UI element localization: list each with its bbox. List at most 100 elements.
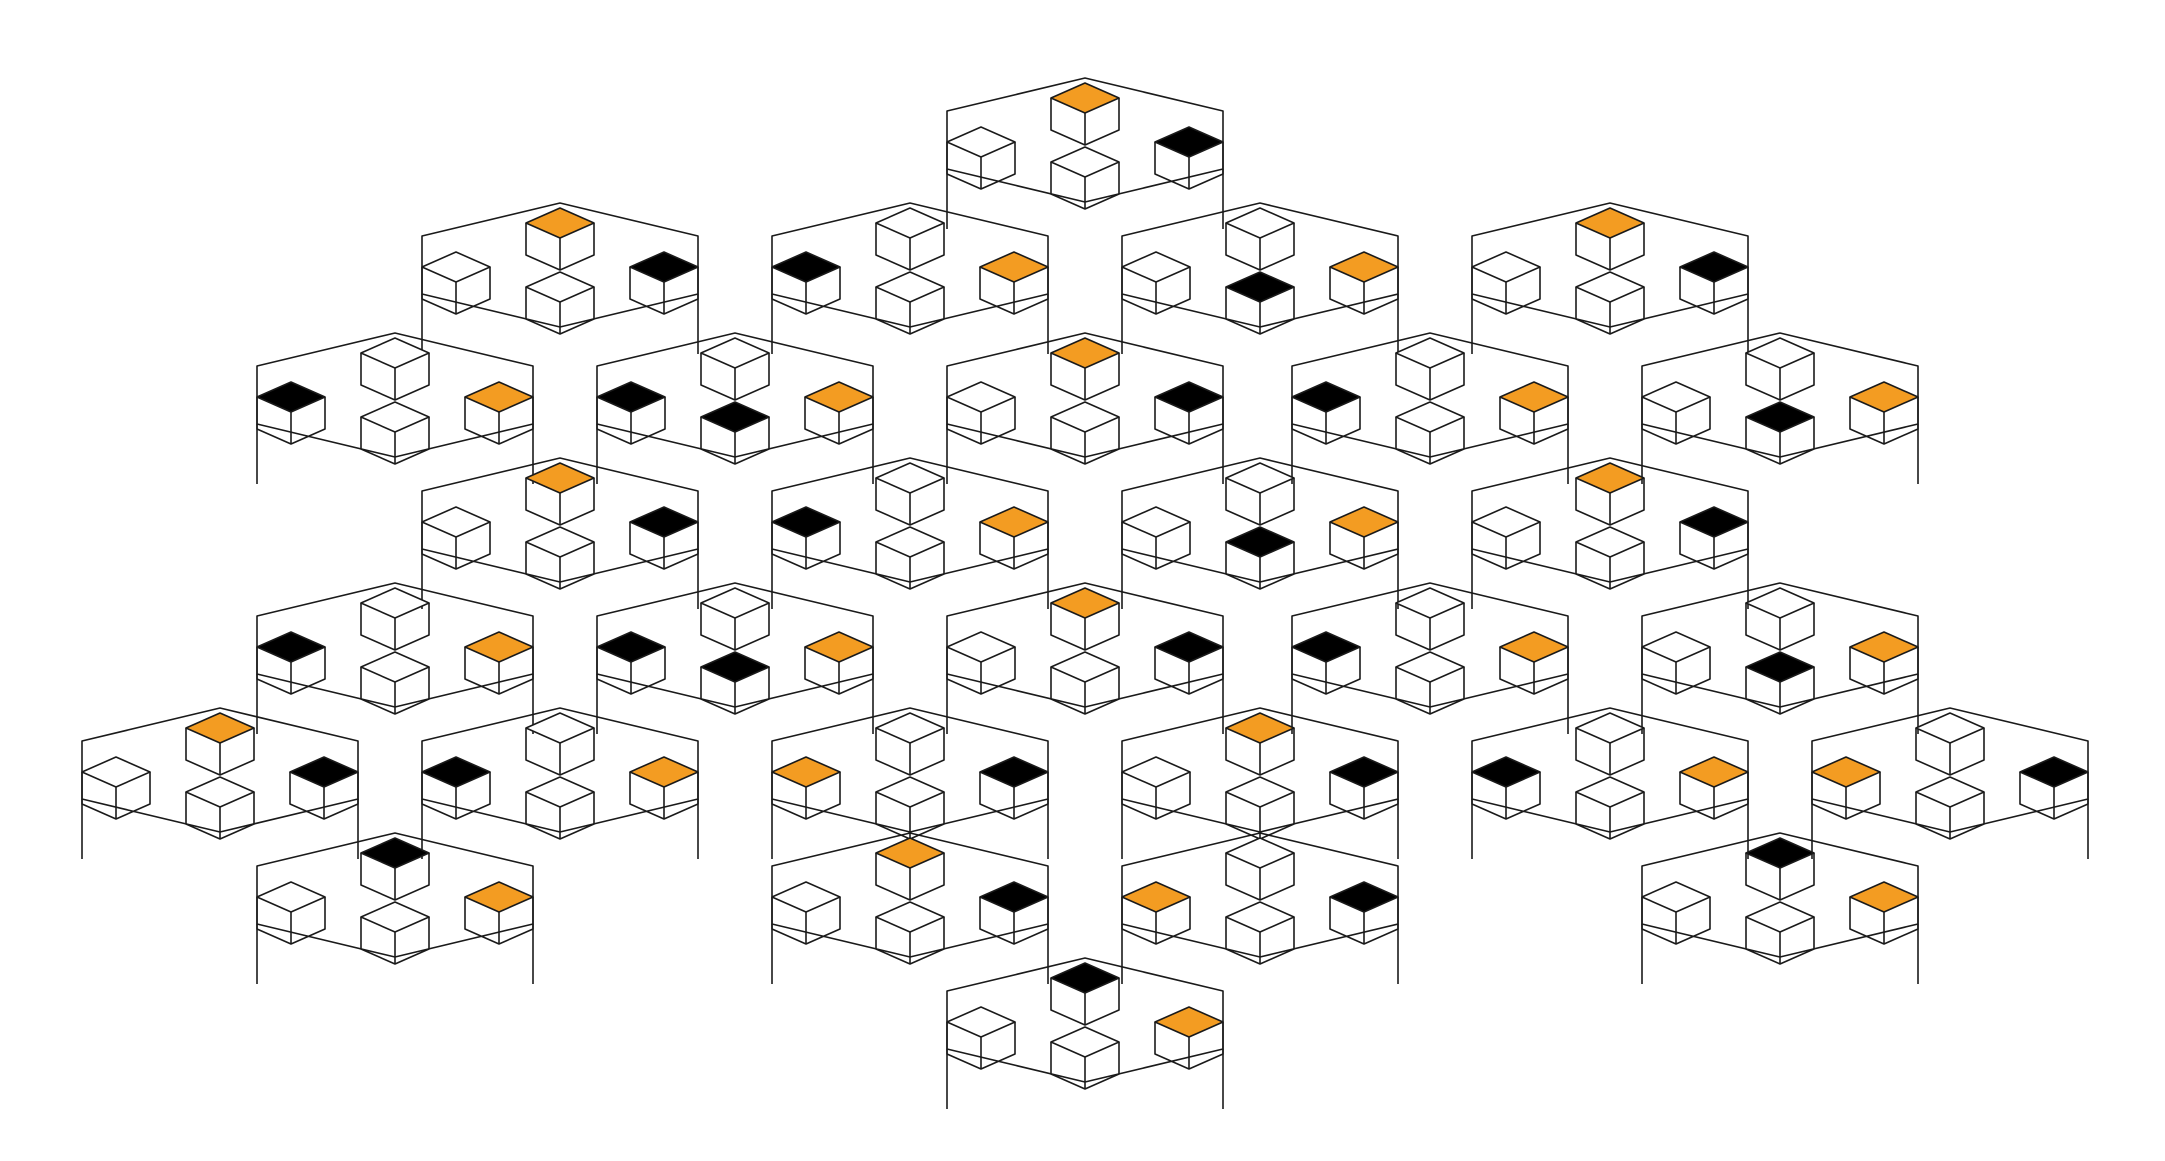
cube-face [771,506,841,538]
cube [1121,756,1191,820]
cube-face [629,251,699,283]
cube [1575,207,1645,271]
cube-face [256,881,326,913]
cube [1471,506,1541,570]
cube [1225,901,1295,965]
cube-face [979,506,1049,538]
cube [1225,207,1295,271]
cube [1849,881,1919,945]
cube [700,337,770,401]
lattice-cell [1121,202,1399,354]
cube-face [1154,631,1224,663]
cube [421,251,491,315]
cube [2019,756,2089,820]
cube-face [1225,712,1295,744]
cube-face [1745,401,1815,433]
lattice-cell [1471,457,1749,609]
cube [1575,776,1645,840]
cube [1575,712,1645,776]
lattice-cell [946,957,1224,1109]
cube [1471,756,1541,820]
cube [875,712,945,776]
cube [1050,401,1120,465]
cube-face [1849,881,1919,913]
cube [1915,776,1985,840]
cube [1154,631,1224,695]
cube-face [1849,631,1919,663]
cube [360,901,430,965]
cube-face [1050,587,1120,619]
cube [1291,381,1361,445]
cube-face [360,901,430,933]
cube-face [979,251,1049,283]
lattice-cell [1121,707,1399,859]
cube [1915,712,1985,776]
cube [771,756,841,820]
lattice-cell [1811,707,2089,859]
cube [1154,1006,1224,1070]
lattice-cell [1291,582,1569,734]
lattice-cell [946,332,1224,484]
cube [1121,881,1191,945]
cube-face [525,462,595,494]
cube-face [979,756,1049,788]
cube [1291,631,1361,695]
lattice-cell [1641,832,1919,984]
cube [1679,756,1749,820]
cube-face [525,207,595,239]
cube-face [1329,251,1399,283]
cube [464,631,534,695]
cube [256,631,326,695]
lattice-cell [421,457,699,609]
cube-face [1225,207,1295,239]
cube-face [464,631,534,663]
cube-face [525,712,595,744]
cube-face [1121,251,1191,283]
cube-face [875,901,945,933]
cube [421,756,491,820]
cube-face [1395,651,1465,683]
lattice-cell [771,707,1049,859]
cube [700,651,770,715]
cube [360,837,430,901]
cube [464,381,534,445]
cube-face [1679,251,1749,283]
cube [629,506,699,570]
cube [1575,526,1645,590]
cube-face [1225,837,1295,869]
cube [1121,251,1191,315]
cube [1154,381,1224,445]
cube-face [1225,526,1295,558]
cube [185,776,255,840]
cube-face [700,337,770,369]
cube-face [1679,756,1749,788]
cube-face [1575,776,1645,808]
cube [1641,631,1711,695]
cube [804,381,874,445]
cube-face [1329,506,1399,538]
cube-face [360,337,430,369]
cube [979,506,1049,570]
cube-face [360,837,430,869]
cube [1679,251,1749,315]
cube [946,381,1016,445]
cube-face [1915,776,1985,808]
lattice-cell [946,77,1224,229]
cube [525,462,595,526]
cube [1395,337,1465,401]
cube [360,587,430,651]
cube-face [1050,82,1120,114]
lattice-cell [81,707,359,859]
cube-face [421,756,491,788]
cube-face [1811,756,1881,788]
cube-face [1050,337,1120,369]
cube-face [1499,381,1569,413]
cube-face [629,756,699,788]
cube [771,506,841,570]
cube [596,381,666,445]
cube-face [946,631,1016,663]
cube [1050,337,1120,401]
cube-face [1471,251,1541,283]
cube-face [1575,207,1645,239]
